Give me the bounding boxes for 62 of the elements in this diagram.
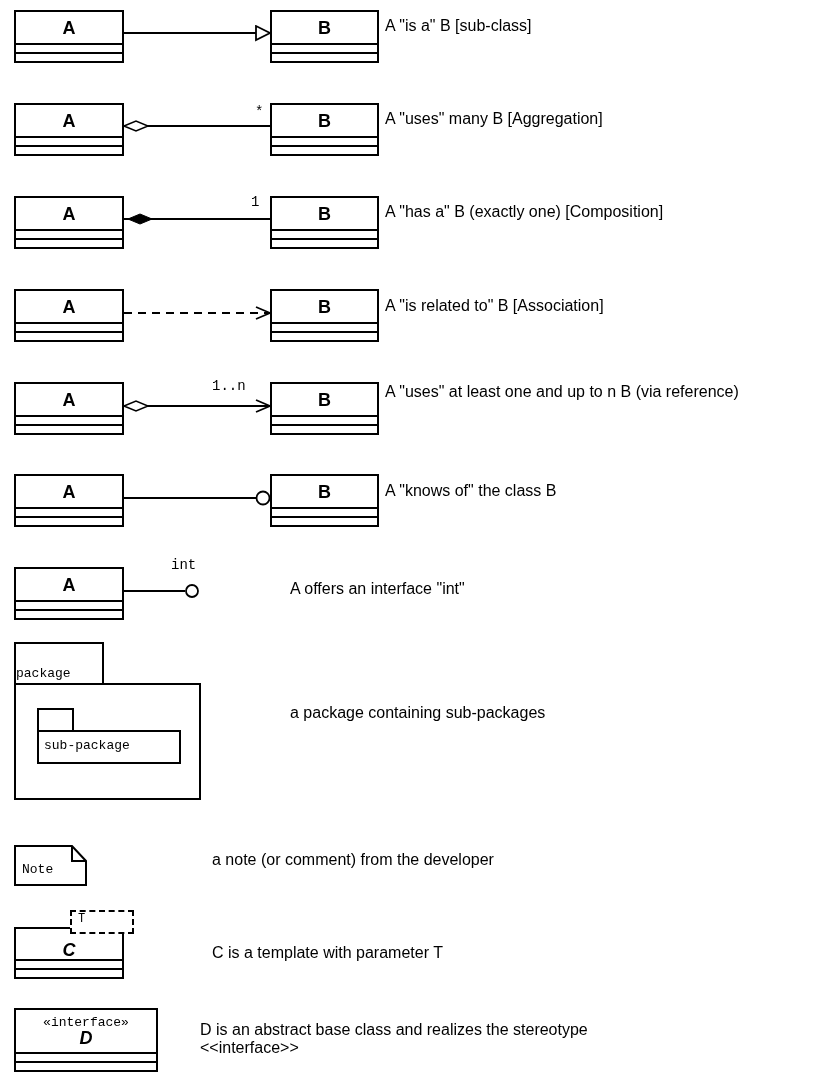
connector xyxy=(123,590,186,592)
description-text: A offers an interface "int" xyxy=(290,580,466,598)
class-name: C xyxy=(62,941,76,959)
template-parameter-box xyxy=(70,910,134,934)
description-text: C is a template with parameter T xyxy=(212,944,444,962)
class-name: A xyxy=(62,18,76,37)
description-text: A "knows of" the class B xyxy=(385,482,558,500)
description-text: A "uses" many B [Aggregation] xyxy=(385,110,604,128)
class-name: B xyxy=(318,390,331,409)
sub-package-box xyxy=(37,708,181,764)
interface-name: int xyxy=(171,558,197,572)
multiplicity-label: * xyxy=(255,105,264,119)
class-name: A xyxy=(62,390,76,409)
interface-class-box xyxy=(14,1008,158,1072)
template-class-box xyxy=(14,927,124,979)
connector xyxy=(123,399,271,413)
note-text: Note xyxy=(22,863,54,876)
parameter-name: T xyxy=(78,913,86,925)
connector xyxy=(123,120,271,132)
connector xyxy=(123,213,271,225)
connector xyxy=(123,490,271,506)
class-box xyxy=(270,382,379,435)
class-name: B xyxy=(318,297,331,316)
description-text: A "has a" B (exactly one) [Composition] xyxy=(385,203,665,221)
class-box xyxy=(270,474,379,527)
class-name: A xyxy=(62,575,76,594)
note-box xyxy=(14,845,87,886)
description-text: A "is a" B [sub-class] xyxy=(385,17,533,35)
description-text: a package containing sub-packages xyxy=(290,704,547,722)
class-box xyxy=(14,567,124,620)
class-name: B xyxy=(318,204,331,223)
class-box xyxy=(14,103,124,156)
class-box xyxy=(270,196,379,249)
description-text: A "uses" at least one and up to n B (via reference) xyxy=(385,383,740,401)
class-box xyxy=(14,289,124,342)
description-text: A "is related to" B [Association] xyxy=(385,297,605,315)
package-name: package xyxy=(16,667,71,680)
class-box xyxy=(14,10,124,63)
class-name: A xyxy=(62,482,76,501)
class-name: A xyxy=(62,111,76,130)
connector xyxy=(123,25,271,41)
multiplicity-label: 1 xyxy=(251,195,260,209)
class-name: A xyxy=(62,204,76,223)
class-name: B xyxy=(318,482,331,501)
class-box xyxy=(14,196,124,249)
class-box xyxy=(14,382,124,435)
class-name: A xyxy=(62,297,76,316)
class-box xyxy=(270,289,379,342)
class-name: B xyxy=(318,111,331,130)
class-box xyxy=(270,103,379,156)
class-box xyxy=(270,10,379,63)
description-text: D is an abstract base class and realizes the stereotype <<interface>> xyxy=(200,1021,589,1057)
class-name: D xyxy=(79,1028,93,1047)
description-text: a note (or comment) from the developer xyxy=(212,851,495,869)
package-name: sub-package xyxy=(44,739,130,752)
stereotype-label: «interface» xyxy=(43,1015,129,1029)
package-box xyxy=(14,642,201,800)
dashed-arrow xyxy=(123,306,271,320)
interface-circle xyxy=(185,584,199,598)
class-name: B xyxy=(318,18,331,37)
multiplicity-label: 1..n xyxy=(212,379,246,393)
class-box xyxy=(14,474,124,527)
